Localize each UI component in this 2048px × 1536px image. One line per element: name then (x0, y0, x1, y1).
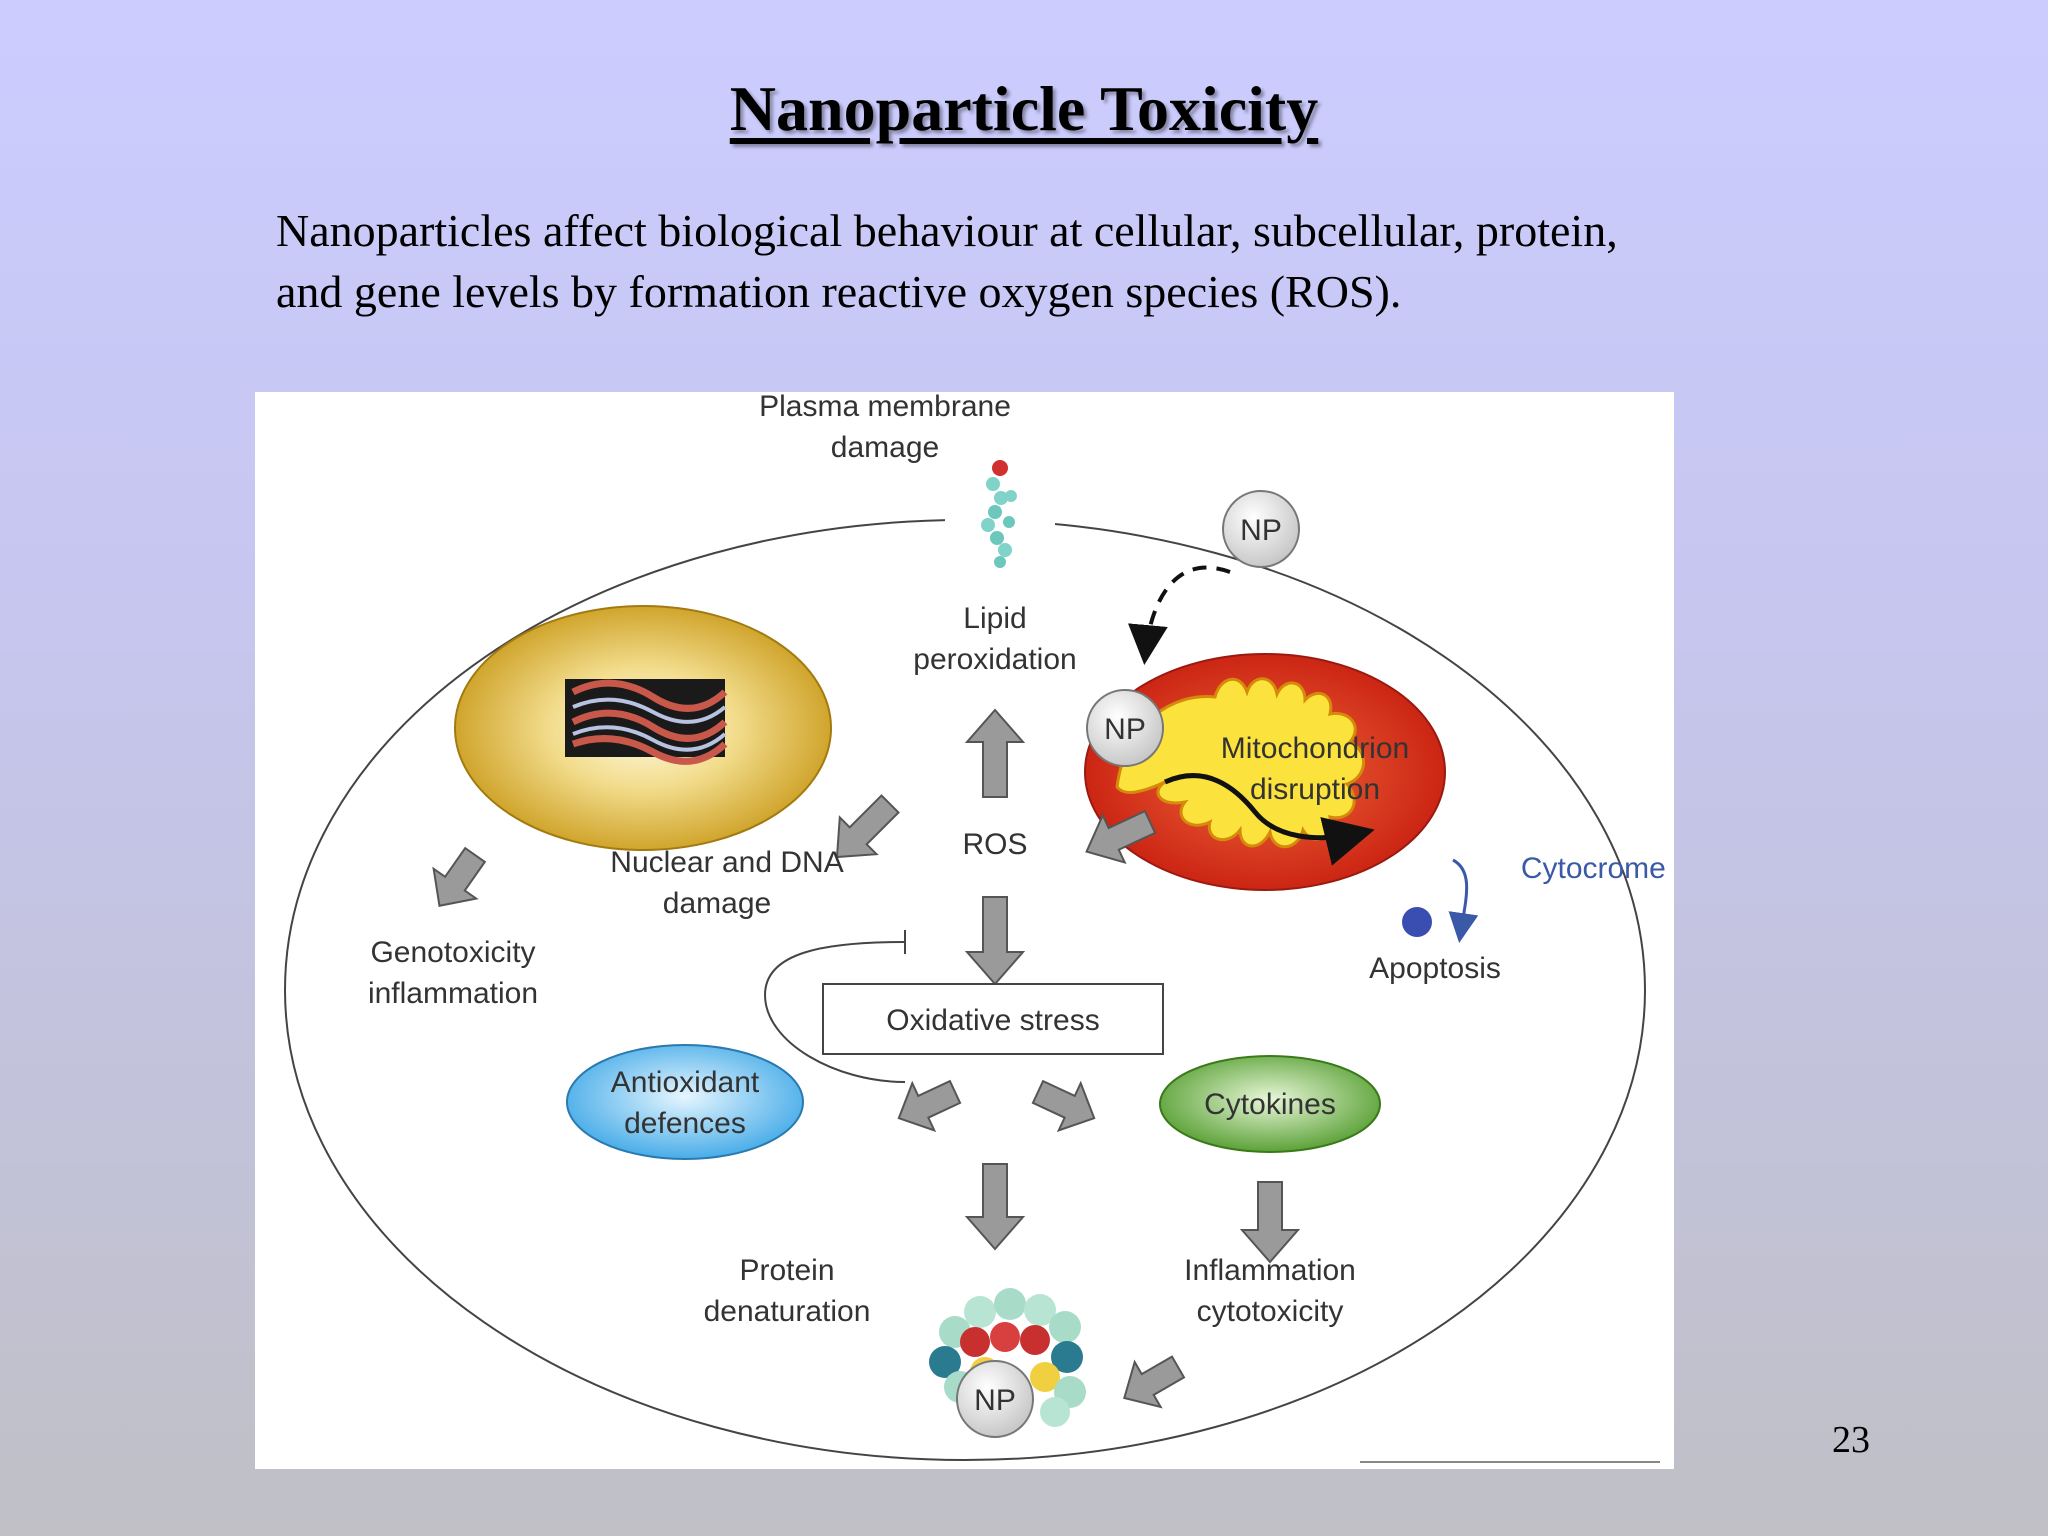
np-entry-arrow (1127, 565, 1231, 665)
antioxidant-defences-ellipse (566, 1044, 804, 1160)
arrow-to-protein (964, 1163, 1026, 1251)
antioxidant-inhibition-line (763, 941, 906, 1083)
antioxidant-label-1: Antioxidant (611, 1066, 760, 1099)
nanoparticle-membrane: NP (1222, 490, 1300, 568)
arrow-inflammation-to-protein (1123, 1355, 1186, 1409)
slide-title: Nanoparticle Toxicity (729, 73, 1319, 144)
nuclear-damage-label-1: Nuclear and DNA (610, 846, 843, 879)
arrow-ros-to-oxidative (964, 896, 1026, 986)
arrow-cytokines-to-inflammation (1239, 1181, 1301, 1264)
nanoparticle-protein: NP (956, 1360, 1034, 1438)
cytochrome-molecule-icon (1402, 907, 1432, 937)
ros-label: ROS (962, 828, 1027, 861)
arrow-oxidative-to-cytokines (1031, 1079, 1096, 1133)
body-text-line-1: Nanoparticles affect biological behaviou… (276, 205, 1618, 256)
oxidative-stress-box (822, 983, 1164, 1055)
cytokines-ellipse (1159, 1055, 1381, 1153)
nanoparticle-mitochondrion: NP (1086, 689, 1164, 767)
nanoparticle-toxicity-diagram: Plasma membrane damage NP Lipid peroxida… (255, 392, 1674, 1469)
mitochondrion (1084, 653, 1446, 891)
plasma-membrane-label-1: Plasma membrane (759, 392, 1011, 423)
arrow-oxidative-to-antioxidant (897, 1079, 962, 1133)
page-number: 23 (1832, 1419, 1870, 1461)
protein-denaturation-label-2: denaturation (704, 1295, 871, 1328)
apoptosis-label: Apoptosis (1369, 952, 1501, 985)
inflammation-label-1: Inflammation (1184, 1254, 1356, 1287)
plasma-membrane-label-2: damage (831, 431, 939, 464)
antioxidant-label-2: defences (624, 1107, 746, 1140)
np-label-membrane: NP (1240, 514, 1282, 547)
arrow-ros-to-nucleus (835, 794, 900, 859)
cytokines-label: Cytokines (1204, 1088, 1336, 1121)
lipid-peroxidation-label-2: peroxidation (913, 643, 1076, 676)
genotoxicity-label-1: Genotoxicity (370, 936, 535, 969)
arrow-ros-to-lipid (964, 708, 1026, 798)
nuclear-damage-label-2: damage (663, 887, 771, 920)
mitochondrion-label-1: Mitochondrion (1221, 732, 1409, 765)
cytochrome-arrow (1448, 858, 1479, 943)
arrow-mito-to-ros (1085, 809, 1157, 865)
protein-denaturation-label-1: Protein (739, 1254, 834, 1287)
np-label-protein: NP (974, 1384, 1016, 1417)
cytochrome-c-label: Cytocrome c (1521, 852, 1674, 885)
body-text-line-2: and gene levels by formation reactive ox… (276, 266, 1402, 317)
np-label-mitochondrion: NP (1104, 713, 1146, 746)
nucleus (454, 605, 832, 851)
inflammation-label-2: cytotoxicity (1197, 1295, 1344, 1328)
lipid-peroxidation-label-1: Lipid (963, 602, 1026, 635)
genotoxicity-label-2: inflammation (368, 977, 538, 1010)
oxidative-stress-label: Oxidative stress (886, 1004, 1099, 1037)
arrow-nucleus-to-genotoxicity (432, 846, 487, 907)
lipid-molecule-icon (981, 460, 1017, 568)
mitochondrion-label-2: disruption (1250, 773, 1380, 806)
